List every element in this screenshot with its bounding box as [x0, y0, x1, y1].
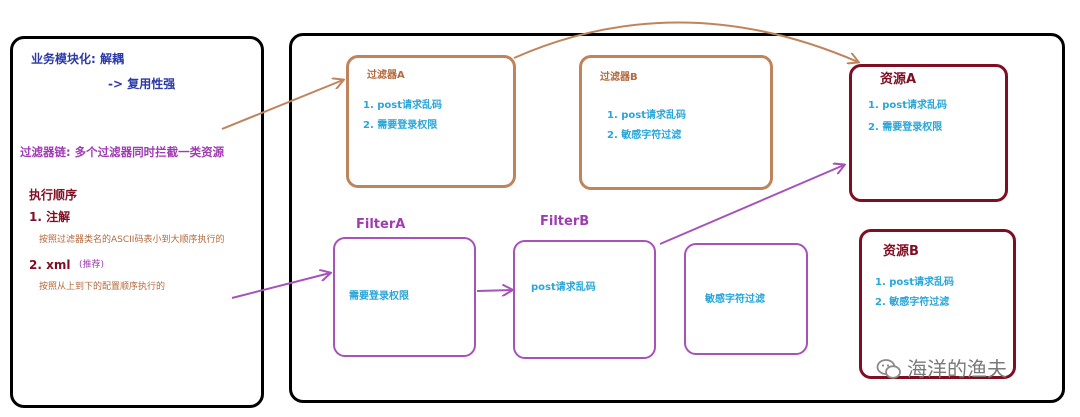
arrow-chain-a-to-b	[476, 290, 512, 291]
modular-text: 业务模块化: 解耦	[31, 52, 124, 66]
reuse-text: -> 复用性强	[108, 77, 176, 91]
filter-a-item-1: 1. post请求乱码	[363, 100, 442, 111]
chain-filter-c-text: 敏感字符过滤	[705, 294, 765, 305]
arrow-filter-a-to-resource-a	[513, 21, 858, 62]
resource-b-title: 资源B	[883, 244, 919, 259]
right-panel	[289, 33, 1065, 403]
xml-desc: 按照从上到下的配置顺序执行的	[39, 282, 166, 292]
filter-b-item-1: 1. post请求乱码	[607, 110, 686, 121]
arrow-chain-b-to-resource-a	[659, 165, 844, 245]
chain-filter-a-text: 需要登录权限	[349, 291, 409, 302]
filter-b-box	[579, 55, 773, 190]
filter-a-label: FilterA	[356, 217, 406, 232]
resource-b-box	[859, 229, 1016, 379]
wechat-icon	[876, 358, 902, 380]
resource-b-item-1: 1. post请求乱码	[875, 277, 954, 288]
filter-b-item-2: 2. 敏感字符过滤	[607, 130, 682, 141]
resource-a-title: 资源A	[880, 72, 917, 87]
annotation-desc: 按照过滤器类名的ASCII码表小到大顺序执行的	[39, 235, 225, 245]
chain-text: 过滤器链: 多个过滤器同时拦截一类资源	[20, 145, 225, 159]
chain-filter-b-text: post请求乱码	[531, 282, 596, 293]
arrow-to-filter-a	[221, 80, 343, 130]
chain-filter-c-box	[684, 243, 808, 355]
annotation-title: 1. 注解	[29, 210, 71, 224]
chain-filter-b-box	[513, 240, 656, 359]
filter-a-box	[346, 55, 516, 188]
resource-a-item-1: 1. post请求乱码	[868, 100, 947, 111]
xml-title: 2. xml	[29, 258, 71, 272]
arrow-to-chain-filter-a	[231, 273, 330, 299]
filter-b-label: FilterB	[540, 214, 590, 229]
filter-b-title: 过滤器B	[600, 72, 638, 83]
xml-note: (推荐)	[79, 260, 105, 270]
resource-a-item-2: 2. 需要登录权限	[868, 122, 943, 133]
filter-a-item-2: 2. 需要登录权限	[363, 120, 438, 131]
resource-a-box	[849, 64, 1008, 202]
resource-b-item-2: 2. 敏感字符过滤	[875, 297, 950, 308]
chain-filter-a-box	[333, 237, 476, 357]
watermark-text: 海洋的渔夫	[907, 357, 1007, 381]
filter-a-title: 过滤器A	[367, 70, 405, 81]
order-title: 执行顺序	[29, 188, 78, 202]
left-panel	[10, 36, 264, 408]
